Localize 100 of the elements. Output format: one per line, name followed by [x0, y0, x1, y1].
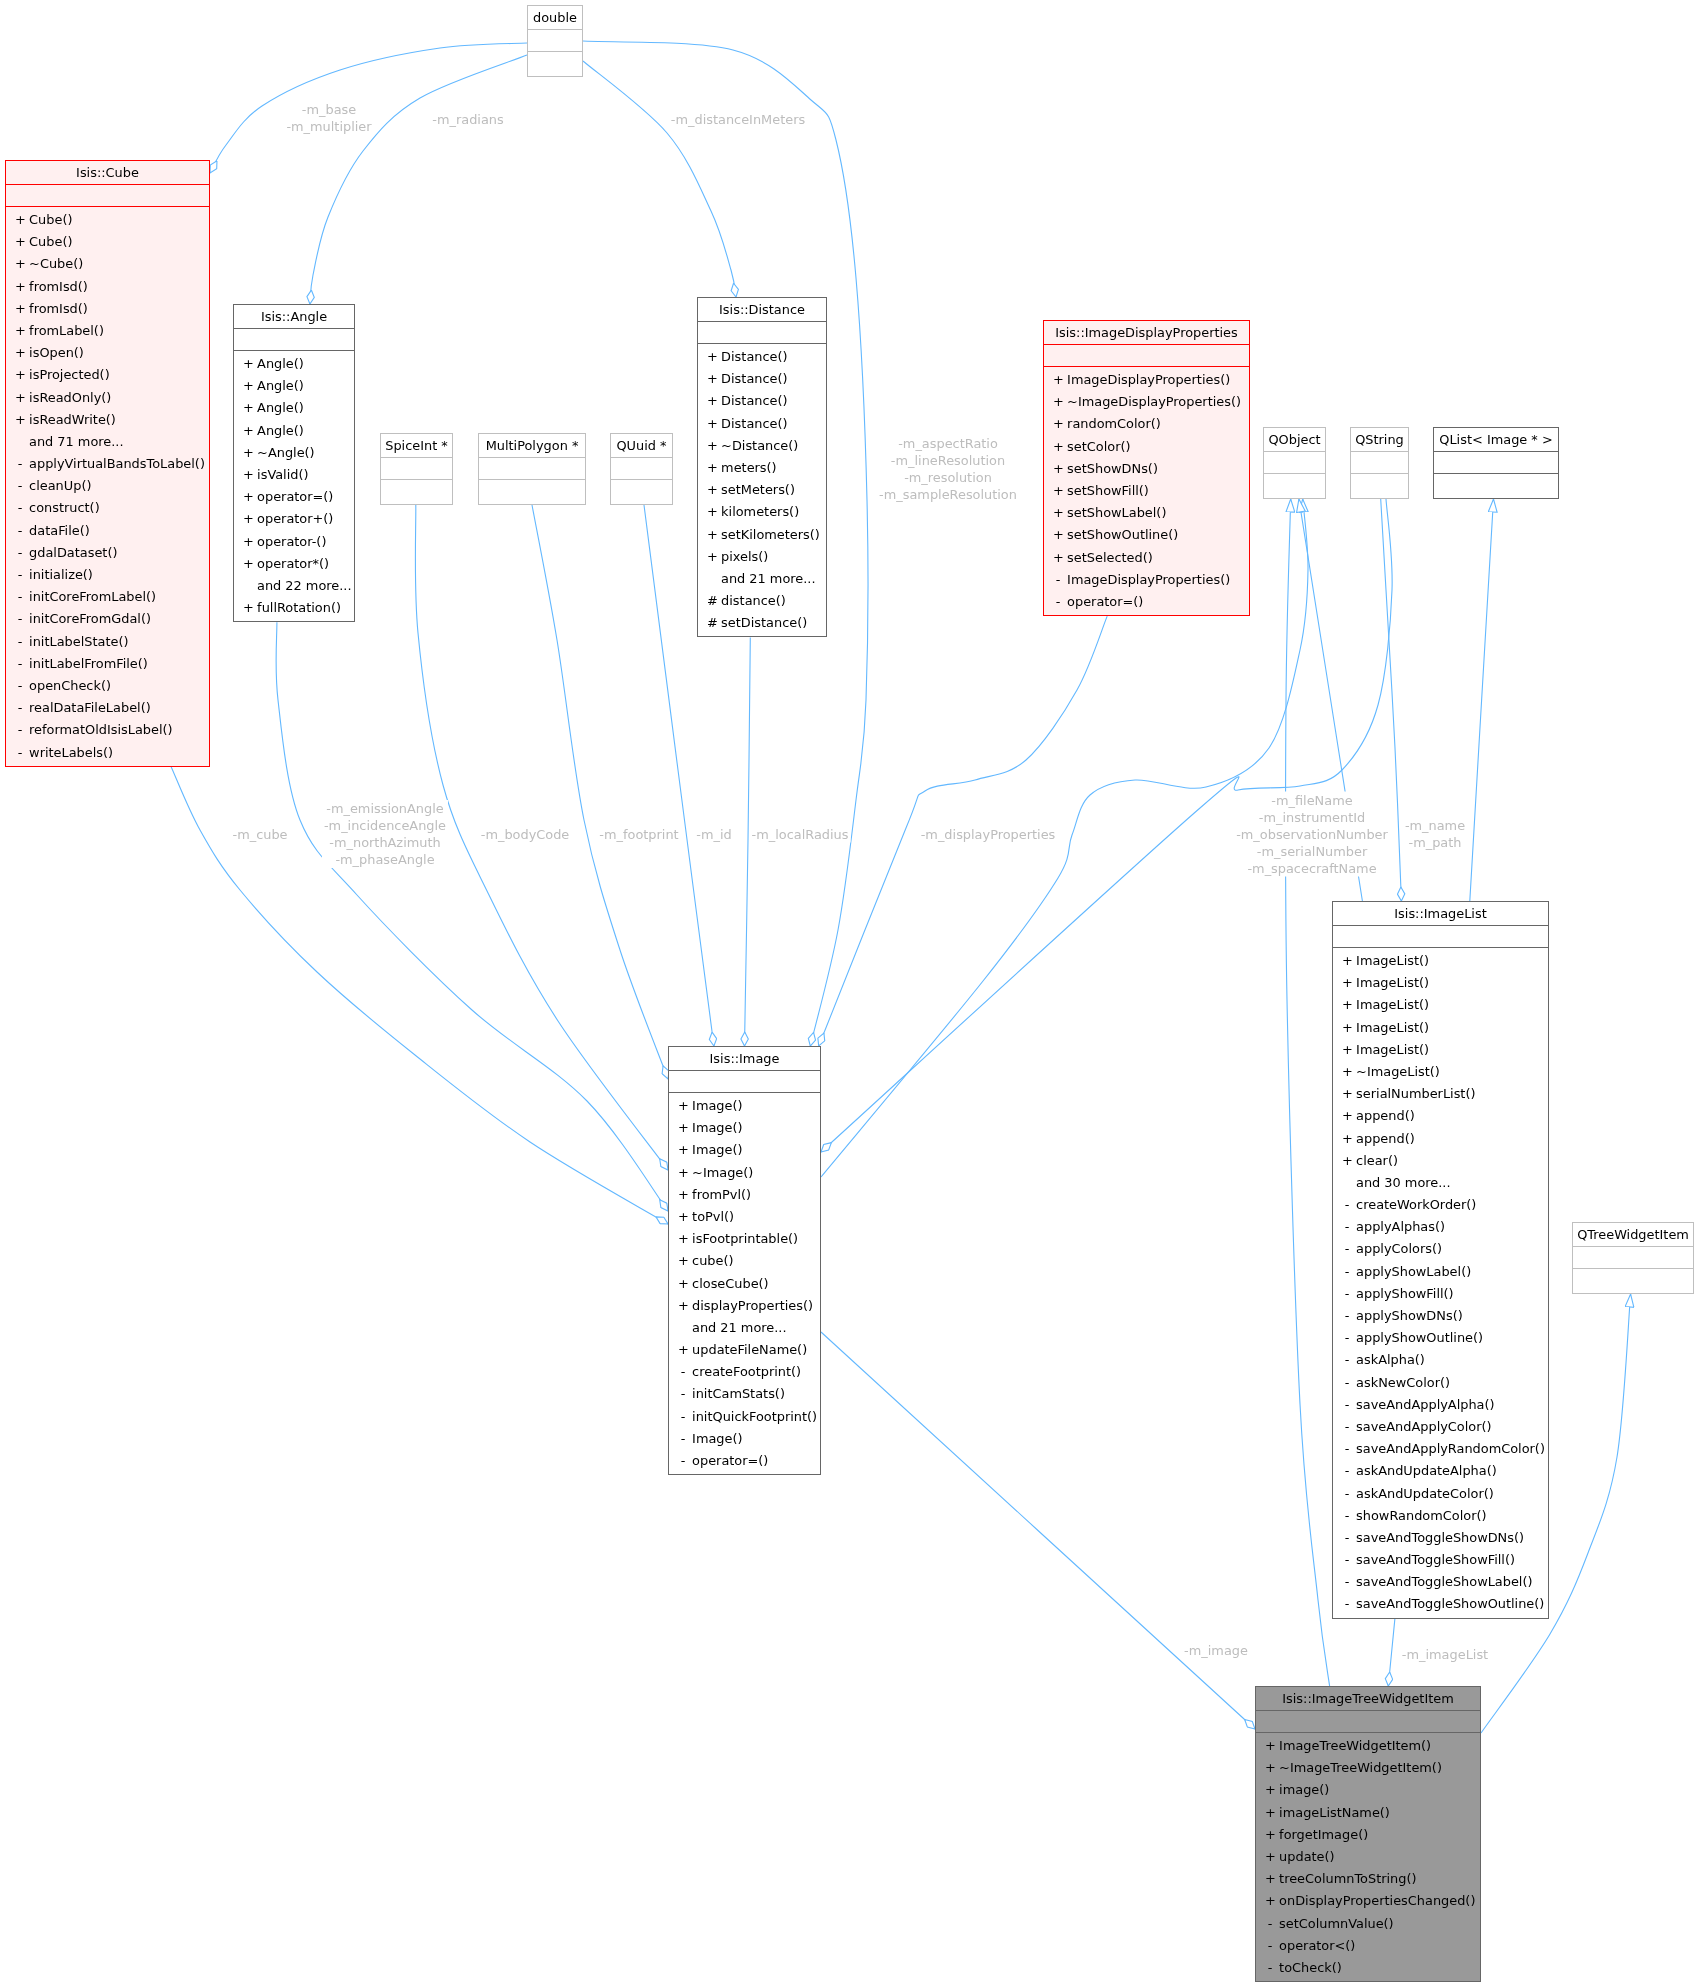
member-entry: + Angle() — [243, 422, 304, 438]
member-entry: - applyAlphas() — [1343, 1219, 1445, 1235]
member-entry: - applyShowLabel() — [1343, 1263, 1472, 1279]
member-entry: - applyVirtualBandsToLabel() — [16, 456, 205, 472]
class-name: QObject — [1268, 432, 1321, 447]
member-entry: + Distance() — [707, 393, 788, 409]
aggregation-connector — [820, 498, 1393, 1153]
member-entry: + append() — [1342, 1130, 1415, 1146]
member-entry: - cleanUp() — [16, 478, 92, 494]
member-entry: + Distance() — [707, 371, 788, 387]
aggregation-connector — [817, 615, 1108, 1047]
member-entry: - writeLabels() — [16, 744, 114, 760]
member-entry: + fromPvl() — [678, 1186, 752, 1202]
member-entry: # setDistance() — [707, 615, 808, 631]
aggregation-connector — [740, 636, 751, 1047]
member-entry: + Image() — [678, 1142, 743, 1158]
inheritance-arrow — [1480, 1293, 1635, 1734]
member-entry: - initialize() — [16, 567, 93, 582]
member-entry: - applyShowDNs() — [1343, 1308, 1463, 1323]
member-entry: + image() — [1265, 1782, 1330, 1798]
class-box — [527, 5, 583, 77]
member-entry: + isFootprintable() — [678, 1231, 799, 1247]
member-entry: - createWorkOrder() — [1343, 1197, 1477, 1213]
member-entry: + pixels() — [707, 548, 769, 564]
class-name: Isis::Distance — [719, 302, 805, 317]
member-entry: + Angle() — [243, 400, 304, 416]
class-name: Isis::Angle — [260, 309, 328, 324]
member-entry: + Distance() — [707, 349, 788, 364]
member-entry: + setKilometers() — [707, 526, 820, 542]
class-box — [478, 433, 586, 505]
member-entry: - realDataFileLabel() — [16, 700, 151, 716]
member-entry: + ImageList() — [1342, 997, 1430, 1013]
member-entry: - applyShowFill() — [1343, 1285, 1454, 1301]
member-entry: + isReadWrite() — [15, 411, 116, 427]
aggregation-connector — [1380, 498, 1406, 902]
class-box — [380, 433, 453, 505]
member-entry: + isProjected() — [15, 367, 110, 383]
class-name: QUuid * — [616, 438, 667, 453]
class-box — [1332, 901, 1549, 1619]
class-box — [5, 160, 210, 767]
member-entry: - operator=() — [679, 1453, 769, 1468]
member-entry: + setShowFill() — [1053, 482, 1149, 498]
member-entry: + imageListName() — [1265, 1804, 1390, 1820]
member-entry: - initCamStats() — [679, 1386, 785, 1402]
member-entry: - construct() — [16, 500, 100, 516]
member-entry: + displayProperties() — [678, 1297, 814, 1313]
member-entry: + closeCube() — [678, 1275, 769, 1291]
member-entry: + isReadOnly() — [15, 389, 112, 405]
member-entry: + ~Cube() — [15, 256, 84, 272]
member-entry: + operator*() — [243, 555, 330, 571]
member-entry: - initCoreFromLabel() — [16, 589, 157, 605]
edge-label: -m_aspectRatio -m_lineResolution -m_resolution -m_sampleResolution — [877, 435, 1019, 503]
member-entry: + setSelected() — [1053, 549, 1153, 565]
class-name: QString — [1355, 432, 1404, 447]
member-entry: + Image() — [678, 1098, 743, 1113]
inheritance-arrow — [1284, 498, 1331, 1687]
member-entry: - askAlpha() — [1343, 1352, 1425, 1368]
member-entry: + fromLabel() — [15, 322, 104, 338]
member-entry: + cube() — [678, 1253, 734, 1269]
member-entry: + Image() — [678, 1120, 743, 1136]
member-entry: + kilometers() — [707, 504, 800, 520]
aggregation-connector — [170, 766, 669, 1225]
member-entry: + ~ImageList() — [1342, 1063, 1440, 1079]
member-entry: + Angle() — [243, 356, 304, 371]
more-members-note: and 22 more... — [257, 577, 352, 593]
more-members-note: and 71 more... — [29, 433, 124, 449]
class-box — [668, 1046, 821, 1476]
class-box — [610, 433, 673, 505]
class-box — [1043, 320, 1250, 617]
member-entry: - saveAndApplyRandomColor() — [1343, 1441, 1545, 1457]
class-box — [1350, 427, 1409, 499]
member-entry: + ImageList() — [1342, 975, 1430, 991]
member-entry: - saveAndToggleShowLabel() — [1343, 1574, 1533, 1590]
member-entry: + updateFileName() — [678, 1342, 808, 1358]
member-entry: + fromIsd() — [15, 278, 88, 294]
member-entry: + ImageList() — [1342, 953, 1430, 968]
member-entry: # distance() — [707, 593, 786, 609]
member-entry: + setColor() — [1053, 438, 1131, 454]
member-entry: + ~ImageDisplayProperties() — [1053, 394, 1241, 410]
member-entry: - reformatOldIsisLabel() — [16, 722, 173, 738]
member-entry: - askAndUpdateColor() — [1343, 1485, 1494, 1501]
aggregation-connector — [1384, 1618, 1396, 1687]
member-entry: - saveAndToggleShowDNs() — [1343, 1529, 1524, 1545]
aggregation-connector — [275, 621, 669, 1212]
class-name: double — [533, 10, 577, 25]
member-entry: - toCheck() — [1266, 1959, 1342, 1975]
class-box — [1572, 1222, 1694, 1294]
member-entry: + fromIsd() — [15, 300, 88, 316]
member-entry: + randomColor() — [1053, 416, 1161, 432]
member-entry: - applyColors() — [1343, 1241, 1442, 1257]
class-name: QList< Image * > — [1439, 432, 1553, 447]
member-entry: + ~Image() — [678, 1164, 754, 1180]
member-entry: + clear() — [1342, 1152, 1398, 1168]
member-entry: + toPvl() — [678, 1208, 735, 1224]
member-entry: - initLabelState() — [16, 633, 129, 649]
member-entry: + operator-() — [243, 533, 327, 549]
member-entry: + setShowLabel() — [1053, 505, 1167, 521]
class-box — [697, 297, 827, 638]
class-name: QTreeWidgetItem — [1577, 1227, 1689, 1242]
member-entry: - askNewColor() — [1343, 1374, 1450, 1390]
